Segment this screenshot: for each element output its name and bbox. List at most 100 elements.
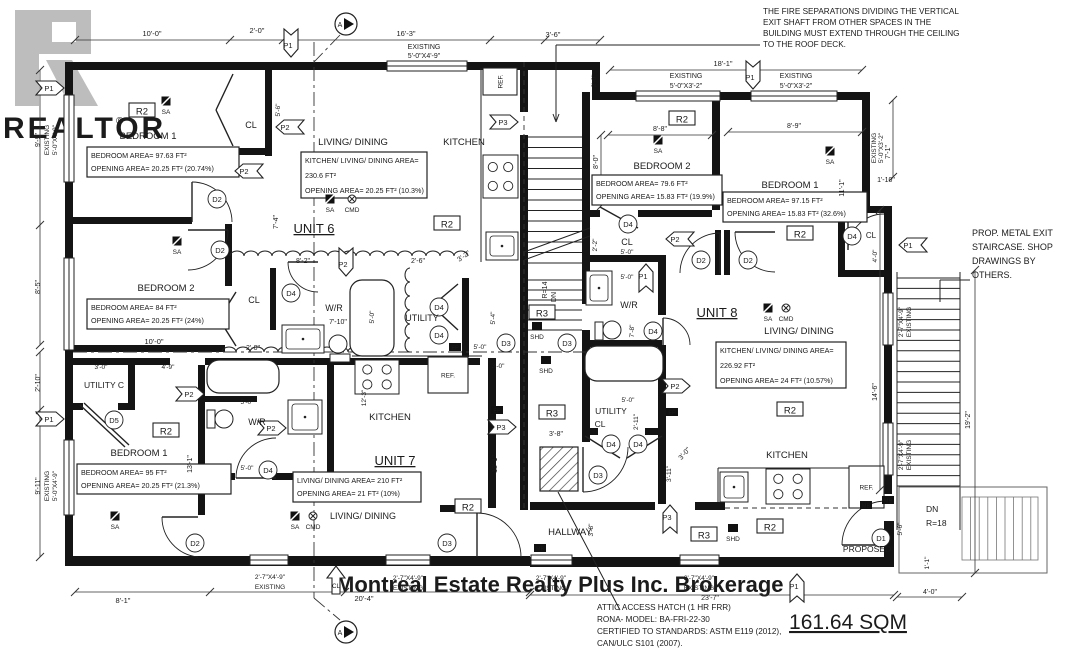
dim-tick <box>957 592 967 602</box>
note-attic-line: ATTIC ACCESS HATCH (1 HR FRR) <box>597 603 731 612</box>
section-marker-arrow <box>344 626 354 638</box>
label-existing: EXISTING <box>536 585 566 592</box>
label-5-0: 5'-0" <box>622 397 636 404</box>
label-bedroom-2: BEDROOM 2 <box>633 161 690 172</box>
exit-arrow-label-p2: P2 <box>670 382 679 391</box>
label-existing: EXISTING <box>906 307 913 337</box>
door-tag-circle <box>618 214 638 234</box>
exit-arrow <box>665 231 696 247</box>
label-7-4: 7'-4" <box>273 215 280 229</box>
exit-arrow-label-p2: P2 <box>184 390 193 399</box>
shd-label: SHD <box>539 368 553 375</box>
door-swing <box>287 261 319 293</box>
label-w-r: W/R <box>620 300 638 310</box>
label-8-5: 8'-5" <box>35 280 42 294</box>
wall <box>582 210 600 217</box>
wall <box>198 365 205 515</box>
label-5-0: 5'-0" <box>621 249 635 256</box>
label-existing: EXISTING <box>906 440 913 470</box>
label-existing: EXISTING <box>255 584 285 591</box>
label-existing: EXISTING <box>670 73 703 80</box>
exit-arrow <box>338 246 354 277</box>
label-utility-c: UTILITY C <box>84 380 124 390</box>
exit-arrow-label-p3: P3 <box>662 513 671 522</box>
area-text-opening-area-20-25-ft-24: OPENING AREA= 20.25 FT² (24%) <box>91 316 204 325</box>
wall <box>712 100 720 210</box>
stair-break <box>523 227 591 253</box>
sa-label: SA <box>111 524 120 531</box>
area-text-opening-area-20-25-ft-20-74: OPENING AREA= 20.25 FT² (20.74%) <box>91 164 214 173</box>
panel-icon <box>882 496 894 504</box>
wall <box>582 92 590 304</box>
label-4-0: 4'-0" <box>923 589 937 596</box>
section-marker-arrow <box>344 18 354 30</box>
smoke-alarm-icon <box>171 235 183 247</box>
door-tag-d4: D4 <box>847 232 857 241</box>
label-3-8: 3'-8" <box>549 431 563 438</box>
note-staircase-line: PROP. METAL EXIT <box>972 228 1053 238</box>
exit-arrow <box>789 573 805 604</box>
dim-tick <box>888 172 898 182</box>
brokerage-watermark: Montreal Estate Realty Plus Inc. Brokera… <box>336 572 784 597</box>
label-4-9: 4'-9" <box>162 364 176 371</box>
label-existing: EXISTING <box>871 133 878 163</box>
label-bedroom-2: BEDROOM 2 <box>137 283 194 294</box>
sink-basin <box>589 274 609 302</box>
label-2-0: 2'-0" <box>246 345 260 352</box>
wall-tag-r2: R2 <box>136 107 148 118</box>
door-tag-d3: D3 <box>562 339 572 348</box>
wall-tag-r2: R2 <box>160 427 172 438</box>
label-7-10: 7'-10" <box>329 319 347 326</box>
sa-label: SA <box>654 148 663 155</box>
door-swing <box>235 437 277 479</box>
door-tag-d4: D4 <box>286 289 296 298</box>
exit-arrow <box>898 237 929 253</box>
label-hallway: HALLWAY <box>548 527 592 538</box>
shd-icon <box>532 322 542 330</box>
area-box <box>292 471 422 503</box>
sink-basin <box>489 235 515 257</box>
dim-tick <box>889 590 899 600</box>
wall <box>884 206 892 494</box>
wall-tag-box <box>454 498 482 514</box>
dim-tick <box>857 127 867 137</box>
label-11-1: 11'-1" <box>839 179 846 197</box>
label-unit-7: UNIT 7 <box>375 453 416 468</box>
area-box <box>722 191 868 223</box>
door-tag-circle <box>601 434 621 454</box>
label-5-0-x3-2: 5'-0"X3'-2" <box>878 132 885 163</box>
area-box <box>86 298 230 330</box>
area-text-opening-area-24-ft-10-57: OPENING AREA= 24 FT² (10.57%) <box>720 376 833 385</box>
exit-arrow <box>234 163 265 179</box>
dim-tick <box>340 587 350 597</box>
door-tag-circle <box>429 297 449 317</box>
label-2-7-x4-9: 2'-7"X4'-9" <box>255 574 286 581</box>
stove <box>354 359 400 395</box>
label-2-7-x4-9: 2'-7"X4'-9" <box>898 306 905 337</box>
wall <box>638 210 712 217</box>
dim-tick <box>888 95 898 105</box>
wall-tag-box <box>538 404 566 420</box>
wall <box>73 403 83 410</box>
note-fire-line: THE FIRE SEPARATIONS DIVIDING THE VERTIC… <box>763 7 959 16</box>
smoke-alarm-icon <box>824 145 836 157</box>
door-tag-d2: D2 <box>696 256 706 265</box>
wall-tag-r3: R3 <box>536 309 548 320</box>
label-living-dining: LIVING/ DINING <box>330 511 396 521</box>
door-tag-d4: D4 <box>633 440 643 449</box>
label-existing: EXISTING <box>44 471 51 501</box>
wall <box>65 62 592 70</box>
sink-drain <box>732 485 736 489</box>
label-cl: CL <box>866 231 877 240</box>
area-text-bedroom-area-97-15-ft: BEDROOM AREA= 97.15 FT² <box>727 196 823 205</box>
shd-icon <box>728 524 738 532</box>
label-5-0: 5'-0" <box>369 310 376 324</box>
exit-arrow-label-p2: P2 <box>338 260 347 269</box>
wall-tag-r3: R3 <box>698 531 710 542</box>
door-tag-d4: D4 <box>263 466 273 475</box>
label-2-11: 2'-11" <box>633 413 640 430</box>
exit-arrow-label-p3: P3 <box>498 118 507 127</box>
dim-tick <box>35 220 45 230</box>
label-existing: EXISTING <box>408 44 441 51</box>
